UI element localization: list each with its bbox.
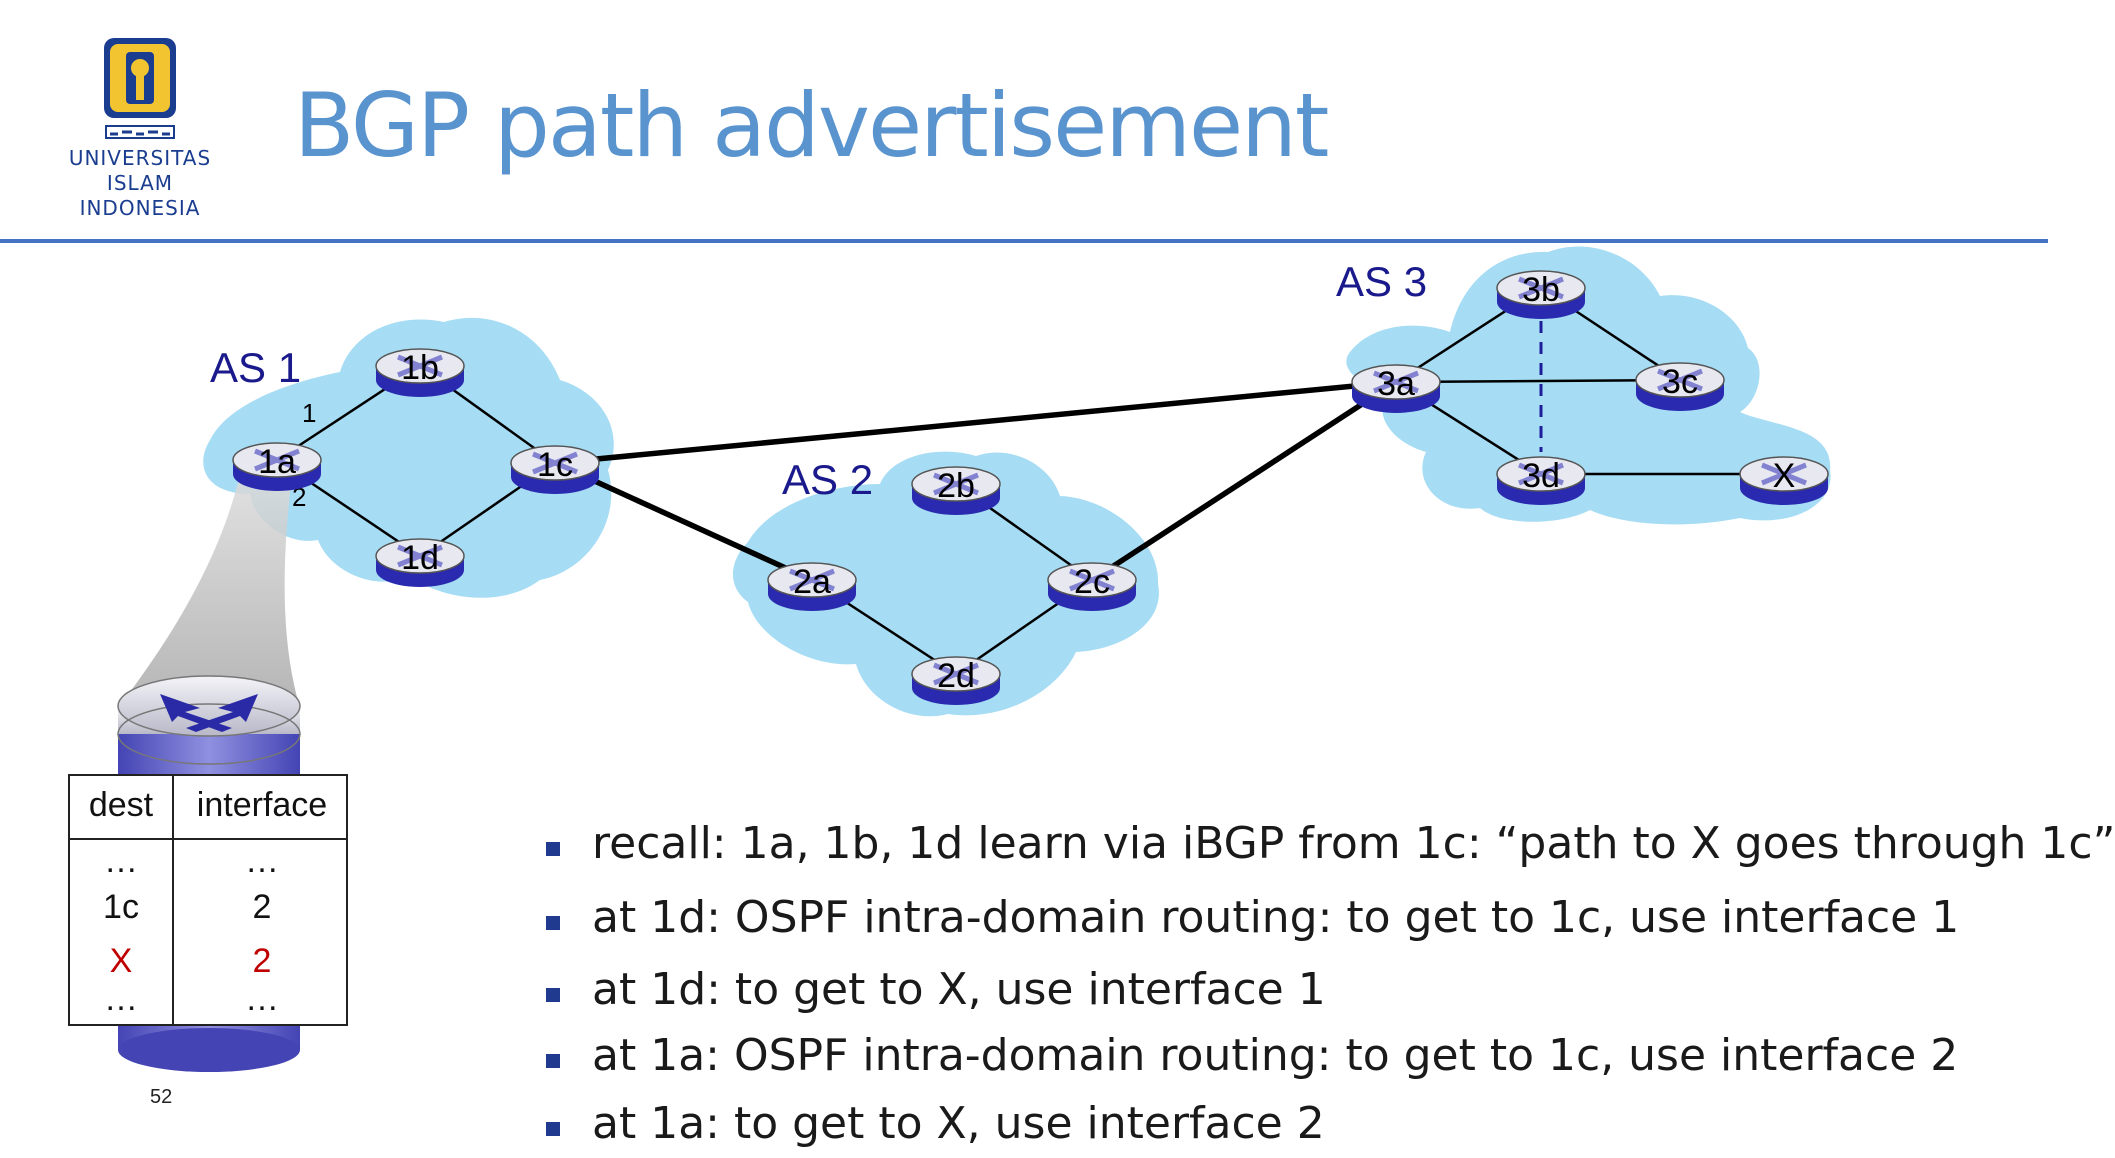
table-cell-dest: … <box>104 842 138 880</box>
link-3a-3c <box>1395 378 1681 384</box>
router-3c-icon: 3c <box>1635 362 1725 411</box>
bullet-square-icon <box>546 1122 560 1136</box>
router-1a-label: 1a <box>258 443 296 481</box>
bullet-square-icon <box>546 988 560 1002</box>
bullet-item: at 1a: to get to X, use interface 2 <box>540 1098 2115 1158</box>
router-2a-icon: 2a <box>767 562 857 611</box>
router-1d-icon: 1d <box>375 538 465 587</box>
as3-cloud <box>1346 246 1831 525</box>
router-3b-icon: 3b <box>1496 270 1586 319</box>
router-1b-icon: 1b <box>375 348 465 397</box>
zoom-beam <box>118 474 300 708</box>
bullet-item: at 1d: OSPF intra-domain routing: to get… <box>540 892 2115 964</box>
router-3d-label: 3d <box>1522 457 1560 495</box>
bullet-square-icon <box>546 916 560 930</box>
router-3c-label: 3c <box>1662 363 1698 401</box>
table-cell-iface: … <box>245 980 279 1018</box>
interface-label-1: 1 <box>302 398 316 428</box>
network-diagram: 1 2 AS 1 AS 2 AS 3 1a 1b 1c 1d 2a 2b 2c 2d 3a 3b 3… <box>117 246 1831 1072</box>
router-x-label: X <box>1773 457 1796 495</box>
slide-title: BGP path advertisement <box>294 74 1329 177</box>
router-2d-icon: 2d <box>911 656 1001 705</box>
bullet-item: at 1a: OSPF intra-domain routing: to get… <box>540 1030 2115 1098</box>
router-cross-icon <box>160 694 258 732</box>
inter-as-links <box>553 379 1398 583</box>
forwarding-table: dest interface … … 1c 2 X 2 … … <box>68 774 348 1026</box>
table-header-interface: interface <box>196 786 328 824</box>
table-cell-iface-highlight: 2 <box>252 942 272 980</box>
shield-emblem-icon <box>104 38 176 139</box>
logo-line-1: UNIVERSITAS <box>68 146 212 170</box>
university-name: UNIVERSITAS ISLAM INDONESIA <box>40 146 240 221</box>
router-3d-icon: 3d <box>1496 456 1586 505</box>
routers: 1a 1b 1c 1d 2a 2b 2c 2d 3a 3b 3c 3d X <box>232 270 1829 705</box>
router-1b-label: 1b <box>401 349 439 387</box>
router-3a-label: 3a <box>1377 365 1415 403</box>
router-1c-label: 1c <box>537 446 573 484</box>
router-2b-icon: 2b <box>911 466 1001 515</box>
as1-label: AS 1 <box>210 344 301 391</box>
router-3b-label: 3b <box>1522 271 1560 309</box>
as2-cloud <box>732 451 1159 717</box>
router-3a-icon: 3a <box>1351 364 1441 413</box>
interface-label-2: 2 <box>292 482 306 512</box>
logo-line-2: ISLAM <box>106 171 174 195</box>
table-cell-dest: 1c <box>103 888 139 926</box>
router-2c-label: 2c <box>1074 563 1110 601</box>
router-x-icon: X <box>1739 456 1829 505</box>
router-2d-label: 2d <box>937 657 975 695</box>
as3-label: AS 3 <box>1336 258 1427 305</box>
as2-label: AS 2 <box>782 456 873 503</box>
router-2b-label: 2b <box>937 467 975 505</box>
router-2c-icon: 2c <box>1047 562 1137 611</box>
table-header-dest: dest <box>88 786 154 824</box>
router-1a-icon: 1a <box>232 442 322 491</box>
table-cell-dest: … <box>104 980 138 1018</box>
router-1c-icon: 1c <box>510 445 600 494</box>
table-cell-dest-highlight: X <box>109 942 133 980</box>
bullet-square-icon <box>546 842 560 856</box>
university-logo: UNIVERSITAS ISLAM INDONESIA <box>40 34 240 224</box>
bullet-list: recall: 1a, 1b, 1d learn via iBGP from 1… <box>540 818 2115 1158</box>
router-2a-label: 2a <box>793 563 831 601</box>
table-column-divider <box>172 776 174 1024</box>
logo-line-3: INDONESIA <box>79 196 201 220</box>
link-1c-2a <box>553 460 814 583</box>
as1-cloud <box>203 317 614 598</box>
title-divider <box>0 239 2048 243</box>
bullet-item: at 1d: to get to X, use interface 1 <box>540 964 2115 1030</box>
table-cell-iface: 2 <box>252 888 272 926</box>
bullet-item: recall: 1a, 1b, 1d learn via iBGP from 1… <box>540 818 2115 892</box>
page-number: 52 <box>150 1086 173 1108</box>
router-1d-label: 1d <box>401 539 439 577</box>
table-cell-iface: … <box>245 842 279 880</box>
link-1c-3a <box>554 379 1397 466</box>
bullet-square-icon <box>546 1054 560 1068</box>
table-header-divider <box>70 838 346 840</box>
link-2c-3a <box>1090 379 1398 583</box>
